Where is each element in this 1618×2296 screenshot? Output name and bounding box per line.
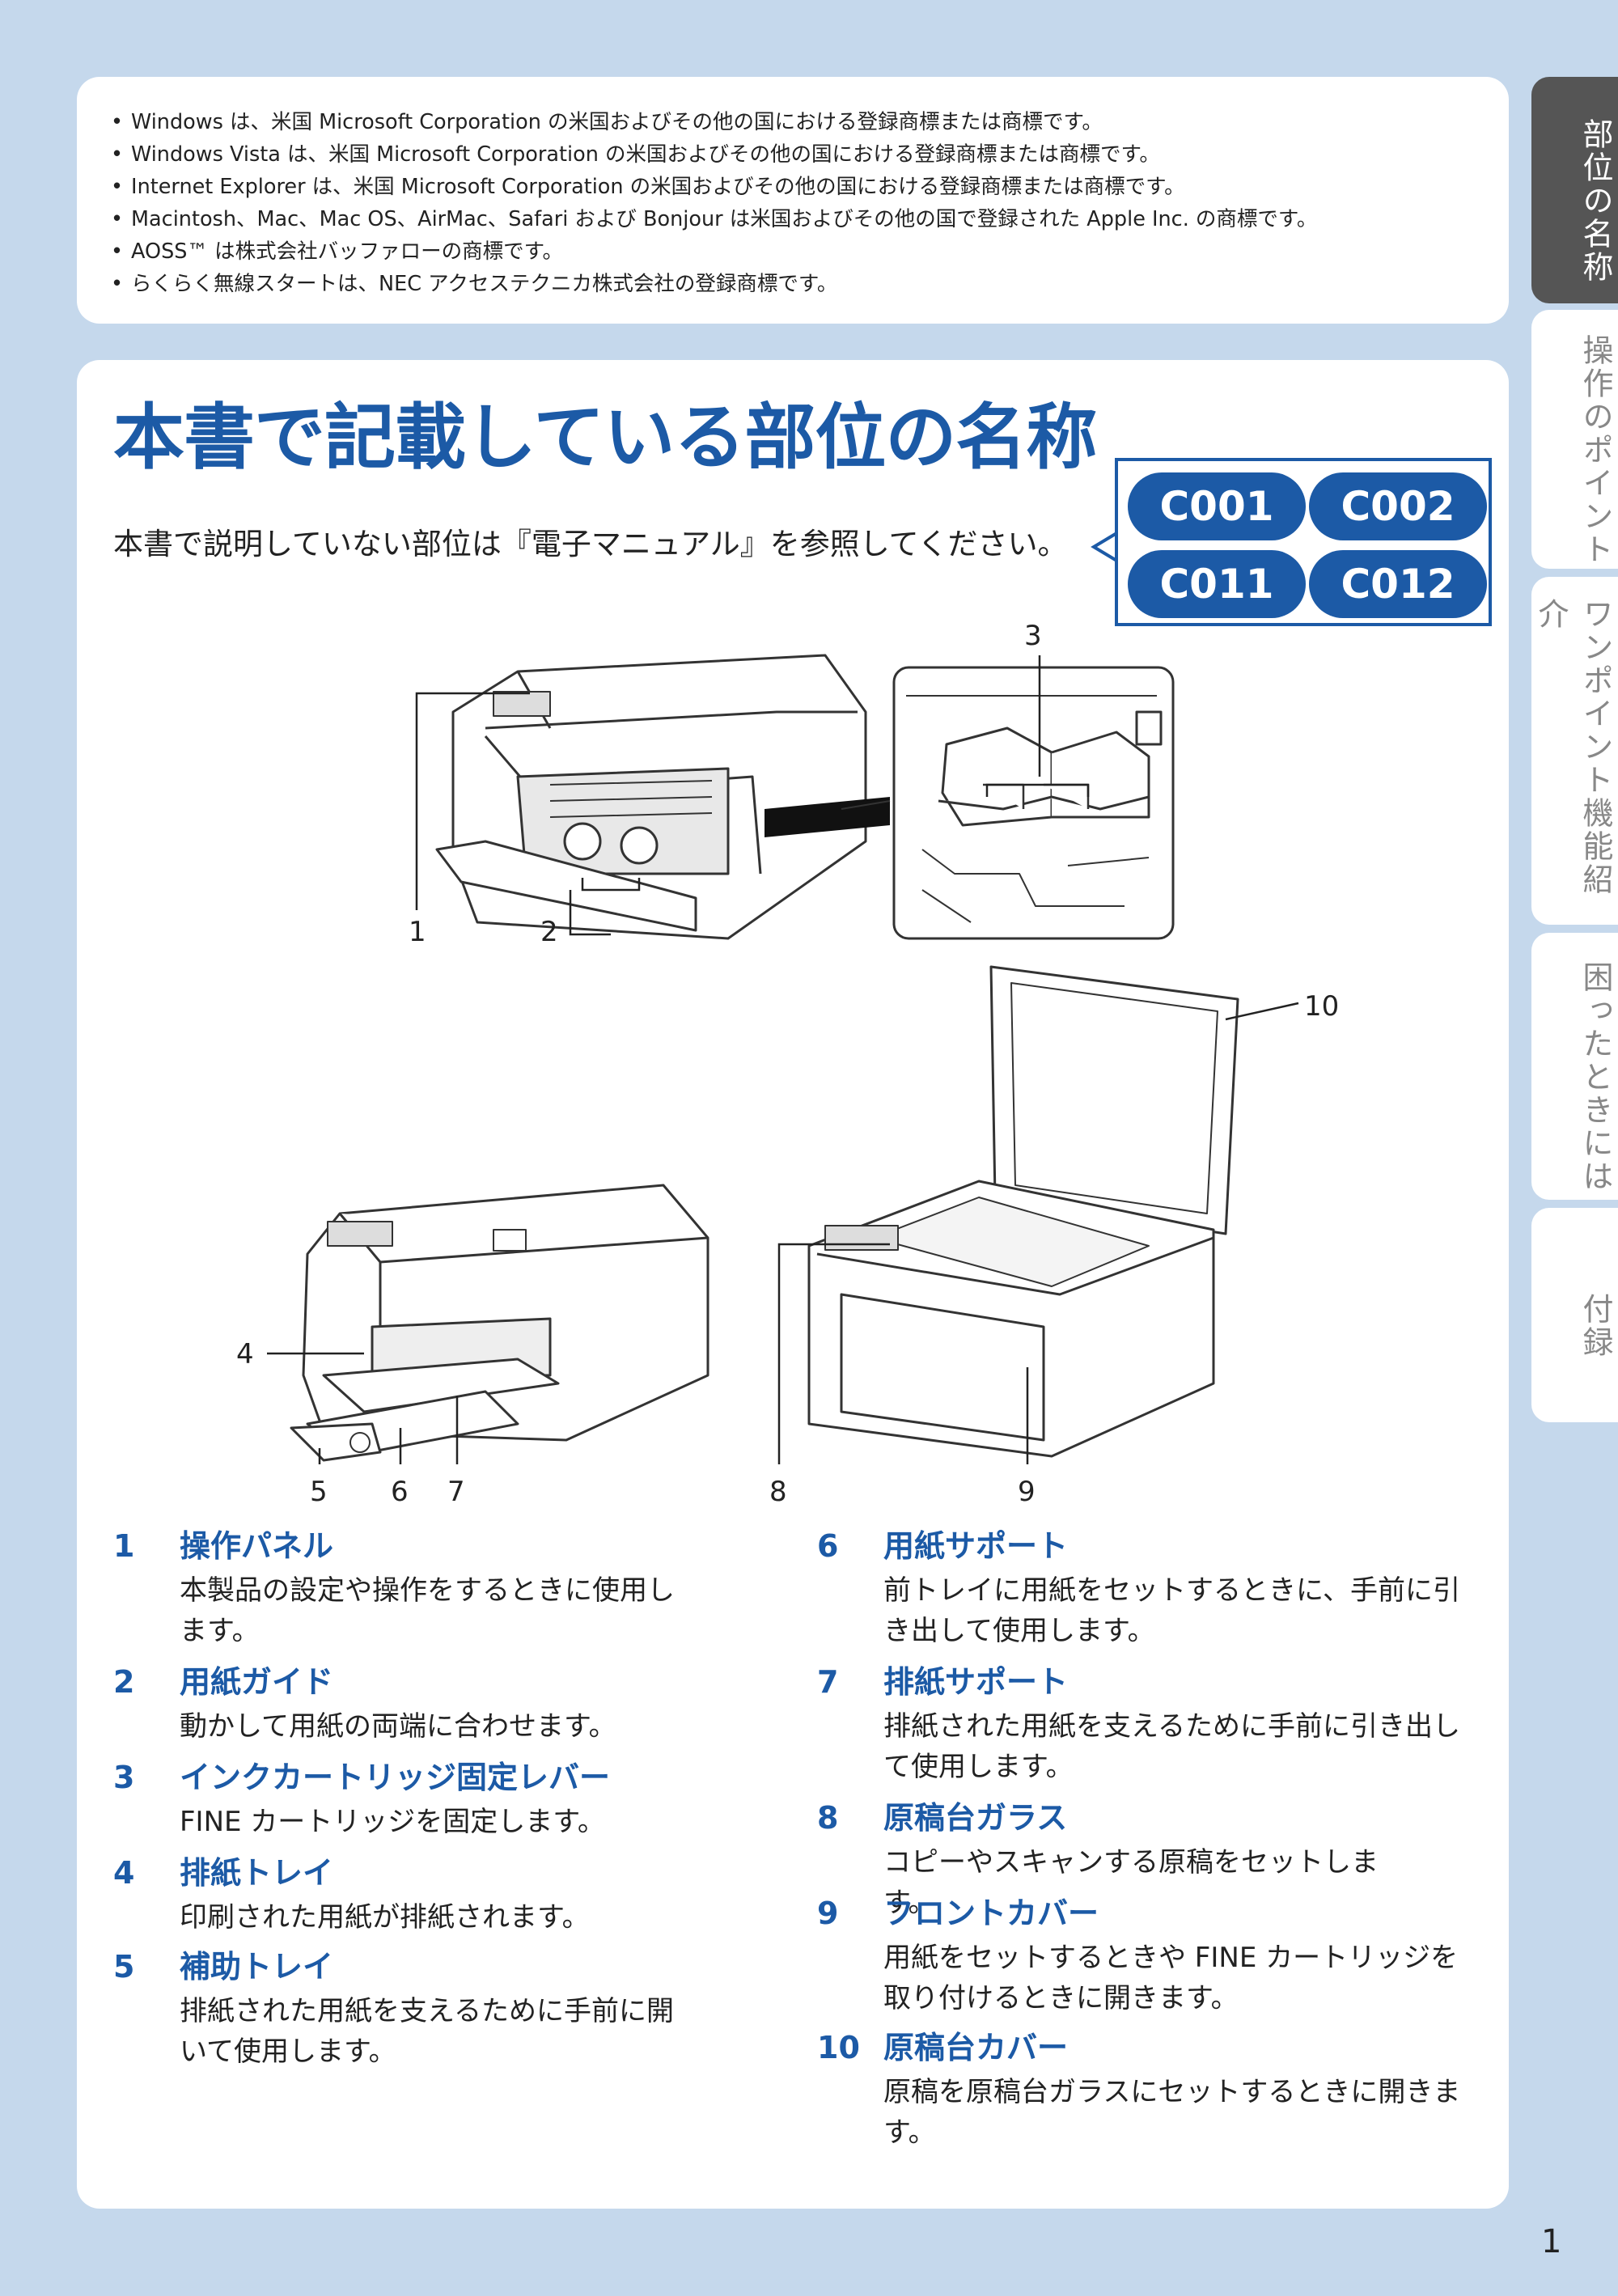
part-number: 3 xyxy=(113,1760,135,1795)
callout-label: 9 xyxy=(1018,1476,1036,1508)
part-description: コピーやスキャンする原稿をセットします。 xyxy=(883,1846,1379,1919)
part-number: 7 xyxy=(817,1664,839,1700)
tab-label: 操作のポイント xyxy=(1578,333,1613,566)
callout-label: 1 xyxy=(409,916,426,948)
part-item: 2 用紙ガイド 動かして用紙の両端に合わせます。 xyxy=(113,1657,696,1747)
part-name: 原稿台カバー xyxy=(883,2030,1069,2065)
part-item: 5 補助トレイ 排紙された用紙を支えるために手前に開いて使用します。 xyxy=(113,1942,696,2072)
part-description: 排紙された用紙を支えるために手前に開いて使用します。 xyxy=(180,1995,674,2068)
tab-feature-intro[interactable]: ワンポイント機能紹介 xyxy=(1531,577,1618,925)
part-name: 用紙サポート xyxy=(883,1528,1069,1564)
part-item: 9 フロントカバー 用紙をセットするときや FINE カートリッジを取り付けるとき… xyxy=(817,1888,1458,2019)
part-description: 印刷された用紙が排紙されます。 xyxy=(180,1901,590,1934)
page-number: 1 xyxy=(1541,2223,1562,2260)
part-number: 5 xyxy=(113,1949,135,1985)
part-name: 排紙トレイ xyxy=(180,1855,334,1891)
part-number: 10 xyxy=(817,2030,860,2065)
part-name: 操作パネル xyxy=(180,1528,334,1564)
part-name: フロントカバー xyxy=(883,1896,1099,1931)
trademark-item: らくらく無線スタートは、NEC アクセステクニカ株式会社の登録商標です。 xyxy=(111,268,1509,300)
manual-code-badge[interactable]: C012 xyxy=(1309,550,1487,618)
trademark-list: Windows は、米国 Microsoft Corporation の米国およ… xyxy=(77,77,1509,300)
printer-lid-open-illustration xyxy=(807,965,1239,1458)
tab-label: 付録 xyxy=(1578,1292,1613,1359)
part-item: 1 操作パネル 本製品の設定や操作をするときに使用します。 xyxy=(113,1521,696,1651)
callout-label: 6 xyxy=(391,1476,409,1508)
part-name: 用紙ガイド xyxy=(180,1664,334,1700)
cartridge-inset-illustration xyxy=(892,666,1175,940)
page-title: 本書で記載している部位の名称 xyxy=(113,396,1097,479)
callout-label: 7 xyxy=(447,1476,465,1508)
part-description: 前トレイに用紙をセットするときに、手前に引き出して使用します。 xyxy=(883,1574,1460,1647)
manual-code-badge[interactable]: C001 xyxy=(1128,472,1306,540)
tab-label: 部位の名称 xyxy=(1578,117,1613,284)
part-number: 4 xyxy=(113,1855,135,1891)
callout-label: 4 xyxy=(236,1338,254,1370)
part-description: 原稿を原稿台ガラスにセットするときに開きます。 xyxy=(883,2076,1461,2149)
part-description: 動かして用紙の両端に合わせます。 xyxy=(180,1710,616,1743)
part-description: FINE カートリッジを固定します。 xyxy=(180,1806,605,1838)
tab-appendix[interactable]: 付録 xyxy=(1531,1208,1618,1422)
part-description: 用紙をセットするときや FINE カートリッジを取り付けるときに開きます。 xyxy=(883,1942,1459,2014)
intro-text: 本書で説明していない部位は『電子マニュアル』を参照してください。 xyxy=(113,527,1068,561)
tab-label: ワンポイント機能紹介 xyxy=(1533,598,1613,896)
manual-code-badge[interactable]: C002 xyxy=(1309,472,1487,540)
part-name: インクカートリッジ固定レバー xyxy=(180,1760,611,1795)
tab-troubleshooting[interactable]: 困ったときには xyxy=(1531,933,1618,1200)
trademark-item: AOSS™ は株式会社バッファローの商標です。 xyxy=(111,235,1509,268)
part-item: 4 排紙トレイ 印刷された用紙が排紙されます。 xyxy=(113,1848,696,1938)
tab-label: 困ったときには xyxy=(1578,960,1613,1193)
part-item: 8 原稿台ガラス コピーやスキャンする原稿をセットします。 xyxy=(817,1793,1400,1923)
part-item: 3 インクカートリッジ固定レバー FINE カートリッジを固定します。 xyxy=(113,1752,696,1842)
trademark-item: Windows Vista は、米国 Microsoft Corporation… xyxy=(111,138,1509,171)
part-description: 排紙された用紙を支えるために手前に引き出して使用します。 xyxy=(883,1710,1460,1783)
callout-label: 8 xyxy=(769,1476,787,1508)
part-number: 9 xyxy=(817,1896,839,1931)
printer-open-illustration xyxy=(435,654,891,940)
callout-label: 10 xyxy=(1304,990,1339,1023)
callout-label: 5 xyxy=(310,1476,328,1508)
tab-parts-names[interactable]: 部位の名称 xyxy=(1531,77,1618,303)
part-number: 2 xyxy=(113,1664,135,1700)
part-number: 1 xyxy=(113,1528,135,1564)
trademark-notes-card: Windows は、米国 Microsoft Corporation の米国およ… xyxy=(77,77,1509,324)
part-number: 6 xyxy=(817,1528,839,1564)
manual-code-box: C001 C002 C011 C012 xyxy=(1115,458,1492,626)
speech-pointer-icon xyxy=(1091,531,1118,563)
callout-label: 2 xyxy=(540,916,558,948)
callout-label: 3 xyxy=(1024,620,1042,652)
printer-front-illustration xyxy=(290,1184,709,1462)
part-name: 原稿台ガラス xyxy=(883,1800,1068,1836)
part-item: 7 排紙サポート 排紙された用紙を支えるために手前に引き出して使用します。 xyxy=(817,1657,1460,1787)
trademark-item: Internet Explorer は、米国 Microsoft Corpora… xyxy=(111,171,1509,203)
trademark-item: Macintosh、Mac、Mac OS、AirMac、Safari および B… xyxy=(111,203,1509,235)
part-name: 補助トレイ xyxy=(180,1949,334,1985)
tab-operation-points[interactable]: 操作のポイント xyxy=(1531,310,1618,569)
part-item: 6 用紙サポート 前トレイに用紙をセットするときに、手前に引き出して使用します。 xyxy=(817,1521,1460,1651)
manual-code-badge[interactable]: C011 xyxy=(1128,550,1306,618)
part-item: 10 原稿台カバー 原稿を原稿台ガラスにセットするときに開きます。 xyxy=(817,2023,1460,2153)
trademark-item: Windows は、米国 Microsoft Corporation の米国およ… xyxy=(111,106,1509,138)
part-number: 8 xyxy=(817,1800,839,1836)
part-name: 排紙サポート xyxy=(883,1664,1069,1700)
part-description: 本製品の設定や操作をするときに使用します。 xyxy=(180,1574,675,1647)
